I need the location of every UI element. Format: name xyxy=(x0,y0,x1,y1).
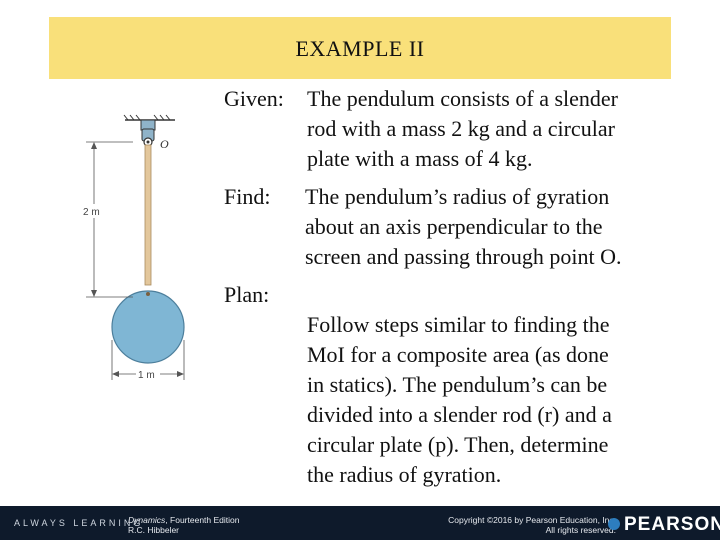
diameter-dimension xyxy=(111,340,185,381)
plan-line: MoI for a composite area (as done xyxy=(307,342,609,367)
plan-line: in statics). The pendulum’s can be xyxy=(307,372,608,397)
plan-line: the radius of gyration. xyxy=(307,462,502,487)
find-line: The pendulum’s radius of gyration xyxy=(305,184,610,209)
given-line: plate with a mass of 4 kg. xyxy=(307,146,533,171)
given-line: The pendulum consists of a slender xyxy=(307,86,618,111)
rod-length-label: 2 m xyxy=(83,207,100,218)
diameter-label: 1 m xyxy=(138,370,155,381)
book-author: R.C. Hibbeler xyxy=(128,525,180,535)
given-text: The pendulum consists of a slender rod w… xyxy=(307,84,618,174)
book-title: Dynamics xyxy=(128,515,166,525)
book-citation: Dynamics, Fourteenth Edition R.C. Hibbel… xyxy=(128,515,240,535)
copyright-line: All rights reserved. xyxy=(545,525,616,535)
title-bar: EXAMPLE II xyxy=(49,17,671,79)
footer-bar: ALWAYS LEARNING Dynamics, Fourteenth Edi… xyxy=(0,506,720,540)
copyright-line: Copyright ©2016 by Pearson Education, In… xyxy=(448,515,616,525)
pearson-logo: PEARSON xyxy=(624,514,720,535)
pearson-logo-icon xyxy=(608,518,620,530)
copyright: Copyright ©2016 by Pearson Education, In… xyxy=(448,515,616,535)
rod-length-dimension xyxy=(81,141,133,298)
plan-text: Follow steps similar to finding the MoI … xyxy=(307,310,612,490)
slide-title: EXAMPLE II xyxy=(295,36,425,61)
brand-tagline: ALWAYS LEARNING xyxy=(14,518,144,528)
plan-line: divided into a slender rod (r) and a xyxy=(307,402,612,427)
plan-label: Plan: xyxy=(224,282,270,307)
book-edition: , Fourteenth Edition xyxy=(165,515,240,525)
find-line: screen and passing through point O. xyxy=(305,244,622,269)
ceiling-support xyxy=(123,114,175,142)
find-label: Find: xyxy=(224,184,271,209)
given-line: rod with a mass 2 kg and a circular xyxy=(307,116,615,141)
pivot-label: O xyxy=(160,137,169,151)
given-label: Given: xyxy=(224,86,284,111)
find-line: about an axis perpendicular to the xyxy=(305,214,603,239)
slender-rod xyxy=(144,144,152,286)
find-text: The pendulum’s radius of gyration about … xyxy=(305,182,622,272)
pendulum-figure: O 2 m 1 m xyxy=(81,114,185,381)
plan-line: circular plate (p). Then, determine xyxy=(307,432,609,457)
circular-plate xyxy=(111,290,185,364)
plan-line: Follow steps similar to finding the xyxy=(307,312,610,337)
